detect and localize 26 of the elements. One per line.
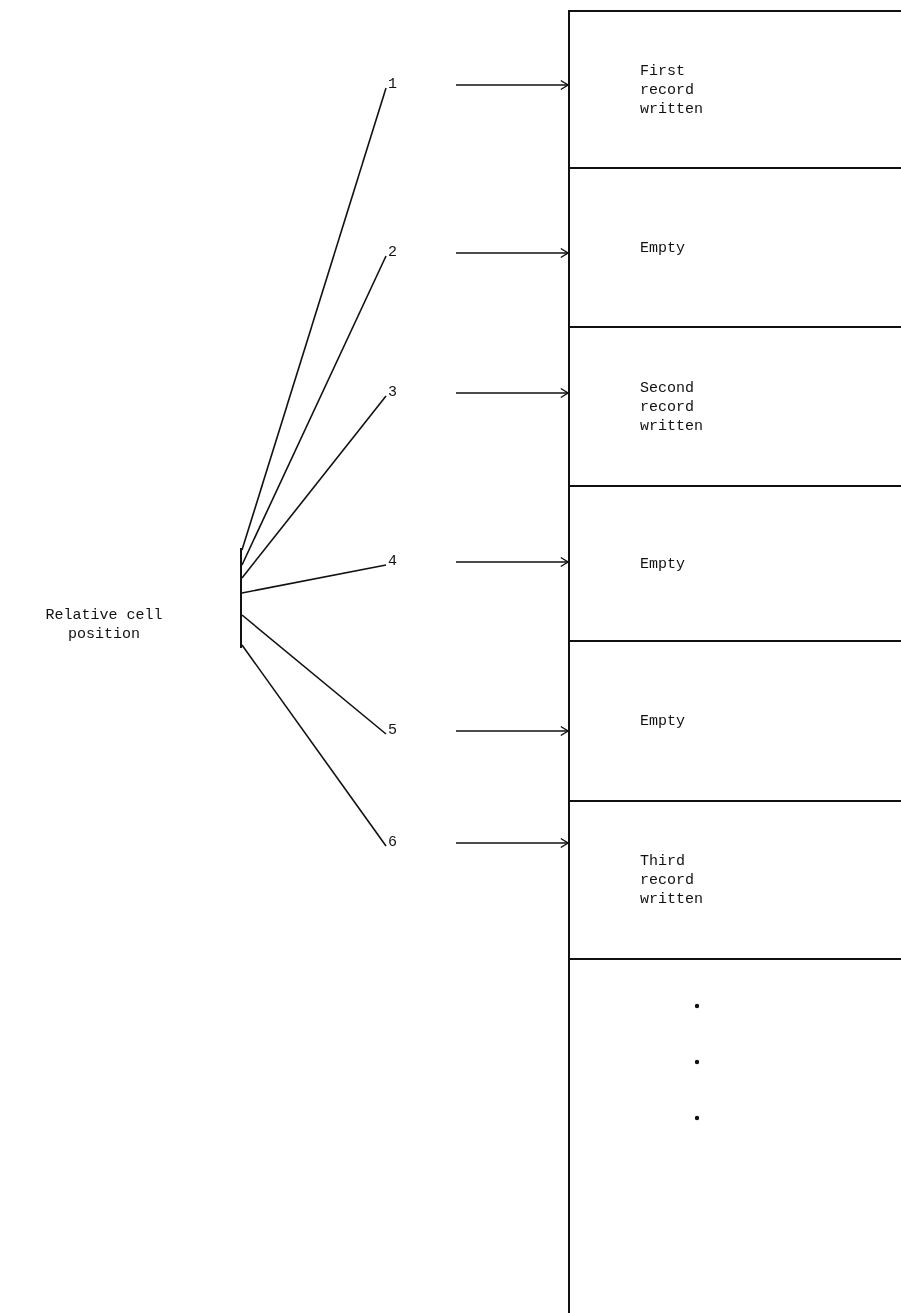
- position-number: 1: [388, 75, 406, 95]
- cell-label: Second record written: [640, 378, 704, 435]
- cell-label: Empty: [640, 711, 686, 731]
- arrow: [455, 79, 569, 91]
- arrow: [455, 387, 569, 399]
- position-number: 6: [388, 833, 406, 853]
- connector-line: [241, 564, 387, 594]
- position-number: 5: [388, 721, 406, 741]
- position-number: 3: [388, 383, 406, 403]
- connector-line: [241, 87, 387, 551]
- axis-title: Relative cell position: [44, 606, 164, 644]
- arrow: [455, 247, 569, 259]
- arrow: [455, 725, 569, 737]
- connector-line: [241, 614, 387, 735]
- cell-label: Third record written: [640, 851, 704, 909]
- arrow: [455, 556, 569, 568]
- connector-line: [241, 255, 387, 566]
- cell-label: Empty: [640, 554, 686, 573]
- arrow: [455, 837, 569, 849]
- cell-label: First record written: [640, 61, 704, 118]
- storage-cell: [568, 10, 901, 169]
- connector-line: [241, 644, 387, 847]
- connector-line: [241, 395, 387, 579]
- position-number: 4: [388, 552, 406, 572]
- position-number: 2: [388, 243, 406, 263]
- cell-label: Empty: [640, 238, 686, 257]
